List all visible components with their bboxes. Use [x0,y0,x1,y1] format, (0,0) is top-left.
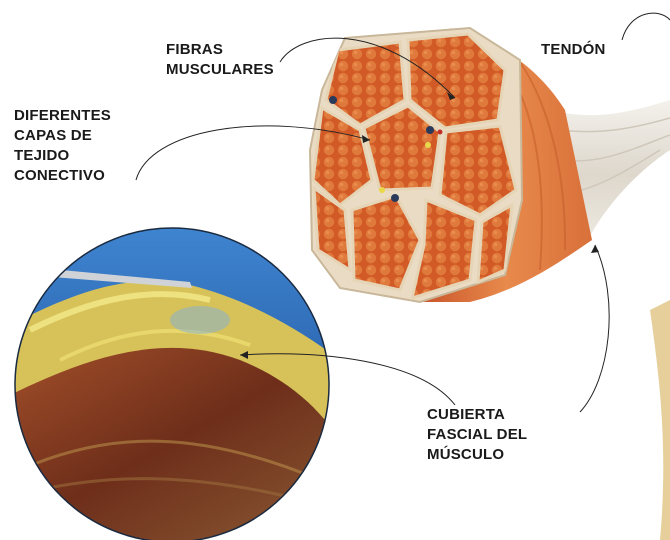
label-tendon: TENDÓN [541,40,606,60]
dissection-photo [0,228,340,540]
label-line: CUBIERTA [427,405,527,425]
label-line: DIFERENTES [14,106,111,126]
vessel-dot [329,96,337,104]
label-fibras-musculares: FIBRAS MUSCULARES [166,40,274,80]
arrow-icon [591,245,599,253]
label-line: FASCIAL DEL [427,425,527,445]
label-line: MUSCULARES [166,60,274,80]
nerve-dot [379,187,385,193]
label-line: TENDÓN [541,40,606,60]
nerve-dot [425,142,431,148]
vessel-dot [426,126,434,134]
vessel-dot [438,130,443,135]
leader-cubierta-muscle [580,245,609,412]
muscle-cross-section [310,28,522,302]
label-line: MÚSCULO [427,445,527,465]
adjacent-tissue [650,300,670,540]
label-line: TEJIDO [14,146,111,166]
vessel-dot [391,194,399,202]
label-line: CONECTIVO [14,166,111,186]
label-line: CAPAS DE [14,126,111,146]
label-cubierta-fascial: CUBIERTA FASCIAL DEL MÚSCULO [427,405,527,465]
leader-tendon [622,13,670,40]
label-line: FIBRAS [166,40,274,60]
label-capas-tejido-conectivo: DIFERENTES CAPAS DE TEJIDO CONECTIVO [14,106,111,186]
